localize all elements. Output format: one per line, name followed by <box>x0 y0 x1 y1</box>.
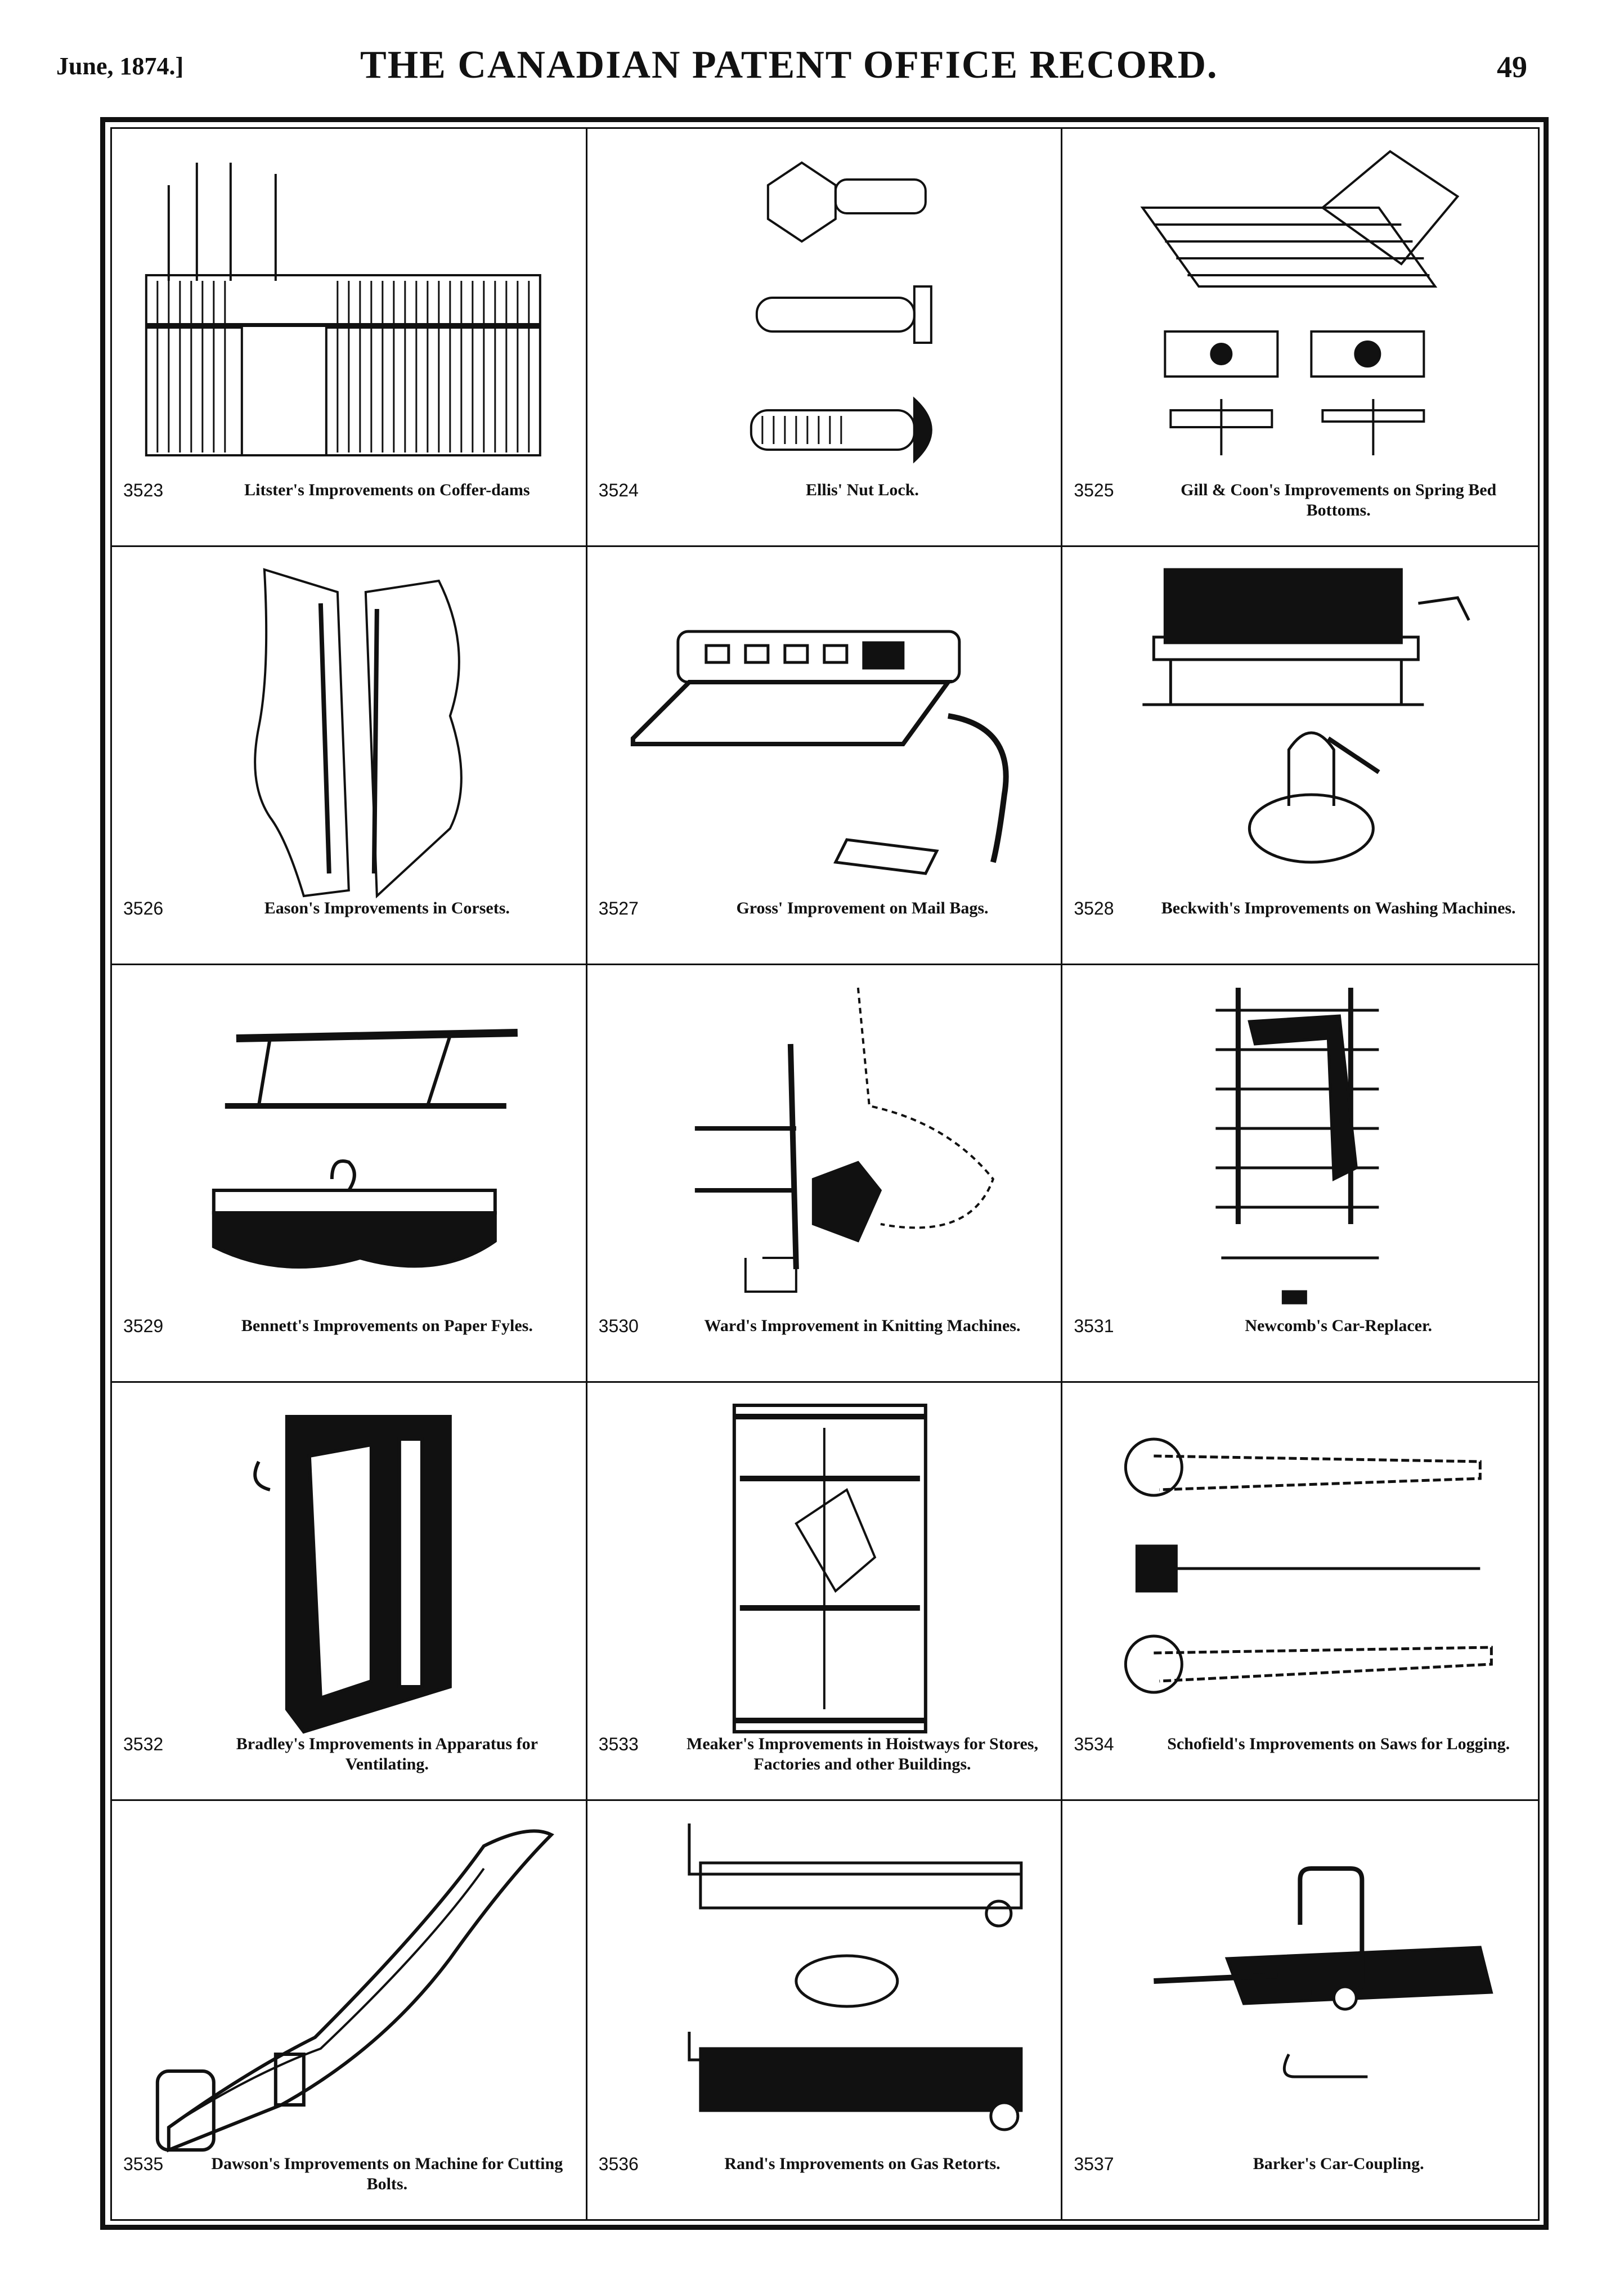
patent-number: 3533 <box>598 1734 639 1755</box>
patent-cell: 3530 Ward's Improvement in Knitting Mach… <box>587 965 1063 1383</box>
ventilator-icon <box>253 1415 452 1734</box>
patent-number: 3536 <box>598 2153 639 2174</box>
corset-icon <box>254 568 463 899</box>
patent-number: 3525 <box>1074 480 1114 500</box>
patent-number: 3535 <box>123 2153 164 2174</box>
patent-cell: 3534 Schofield's Improvements on Saws fo… <box>1062 1383 1538 1802</box>
patent-cell: 3537 Barker's Car-Coupling. <box>1062 1801 1538 2219</box>
patent-title: Eason's Improvements in Corsets. <box>264 898 510 917</box>
patent-title: Bennett's Improvements on Paper Fyles. <box>241 1316 533 1336</box>
patent-cell: 3536 Rand's Improvements on Gas Retorts. <box>587 1801 1063 2219</box>
patent-title: Litster's Improvements on Coffer-dams <box>244 480 530 499</box>
patent-number: 3523 <box>123 480 164 500</box>
logging-saw-icon <box>1124 1437 1493 1694</box>
car-coupling-icon <box>1154 1866 1493 2078</box>
patent-cell: 3528 Beckwith's Improvements on Washing … <box>1062 547 1538 965</box>
patent-cell: 3527 Gross' Improvement on Mail Bags. <box>587 546 1063 965</box>
patent-number: 3537 <box>1074 2153 1114 2174</box>
washing-machine-icon <box>1142 568 1470 864</box>
patent-cell: 3531 Newcomb's Car-Replacer. <box>1062 965 1538 1383</box>
patent-title: Dawson's Improvements on Machine for Cut… <box>211 2154 563 2193</box>
patent-cell: 3535 Dawson's Improvements on Machine fo… <box>112 1801 587 2219</box>
patent-number: 3532 <box>123 1734 164 1755</box>
page-frame <box>100 117 1549 2230</box>
paper-file-icon <box>212 1028 518 1269</box>
patent-title: Ellis' Nut Lock. <box>806 480 919 499</box>
patent-number: 3526 <box>123 898 164 919</box>
patent-number: 3527 <box>598 898 639 919</box>
mail-bag-icon <box>630 630 1009 875</box>
bed-bottom-icon <box>1140 150 1460 455</box>
patent-cell: 3525 Gill & Coon's Improvements on Sprin… <box>1062 129 1538 547</box>
patent-cell: 3523 Litster's Improvements on Coffer-da… <box>112 129 587 547</box>
patent-cell: 3526 Eason's Improvements in Corsets. <box>112 546 587 965</box>
patent-number: 3528 <box>1074 898 1114 919</box>
patent-title: Gross' Improvement on Mail Bags. <box>736 898 989 917</box>
coffer-dam-icon <box>145 163 541 456</box>
patent-number: 3531 <box>1074 1316 1114 1337</box>
hoistway-icon <box>732 1404 927 1734</box>
page-title: THE CANADIAN PATENT OFFICE RECORD. <box>360 43 1218 87</box>
patent-number: 3524 <box>598 480 639 500</box>
patent-cell: 3524 Ellis' Nut Lock. <box>587 129 1063 547</box>
patent-title: Schofield's Improvements on Saws for Log… <box>1167 1735 1510 1754</box>
patent-grid: 3523 Litster's Improvements on Coffer-da… <box>110 127 1540 2221</box>
patent-number: 3529 <box>123 1316 164 1337</box>
patent-cell: 3533 Meaker's Improvements in Hoistways … <box>587 1383 1063 1802</box>
patent-title: Beckwith's Improvements on Washing Machi… <box>1161 898 1516 917</box>
patent-title: Bradley's Improvements in Apparatus for … <box>236 1735 538 1774</box>
patent-title: Ward's Improvement in Knitting Machines. <box>704 1316 1021 1336</box>
patent-number: 3530 <box>598 1316 639 1337</box>
patent-title: Gill & Coon's Improvements on Spring Bed… <box>1181 480 1497 519</box>
gas-retort-icon <box>687 1823 1022 2131</box>
patent-title: Rand's Improvements on Gas Retorts. <box>724 2154 1001 2173</box>
knitting-machine-icon <box>694 987 994 1293</box>
header-date: June, 1874.] <box>56 52 184 80</box>
car-replacer-icon <box>1215 987 1379 1305</box>
patent-title: Newcomb's Car-Replacer. <box>1245 1316 1433 1336</box>
patent-cell: 3529 Bennett's Improvements on Paper Fyl… <box>112 965 587 1383</box>
bolt-cutter-icon <box>155 1829 554 2153</box>
patent-title: Barker's Car-Coupling. <box>1253 2154 1424 2173</box>
patent-number: 3534 <box>1074 1734 1114 1755</box>
nut-lock-icon <box>750 161 932 464</box>
page-number: 49 <box>1497 50 1527 84</box>
patent-cell: 3532 Bradley's Improvements in Apparatus… <box>112 1383 587 1802</box>
patent-title: Meaker's Improvements in Hoistways for S… <box>687 1735 1038 1774</box>
